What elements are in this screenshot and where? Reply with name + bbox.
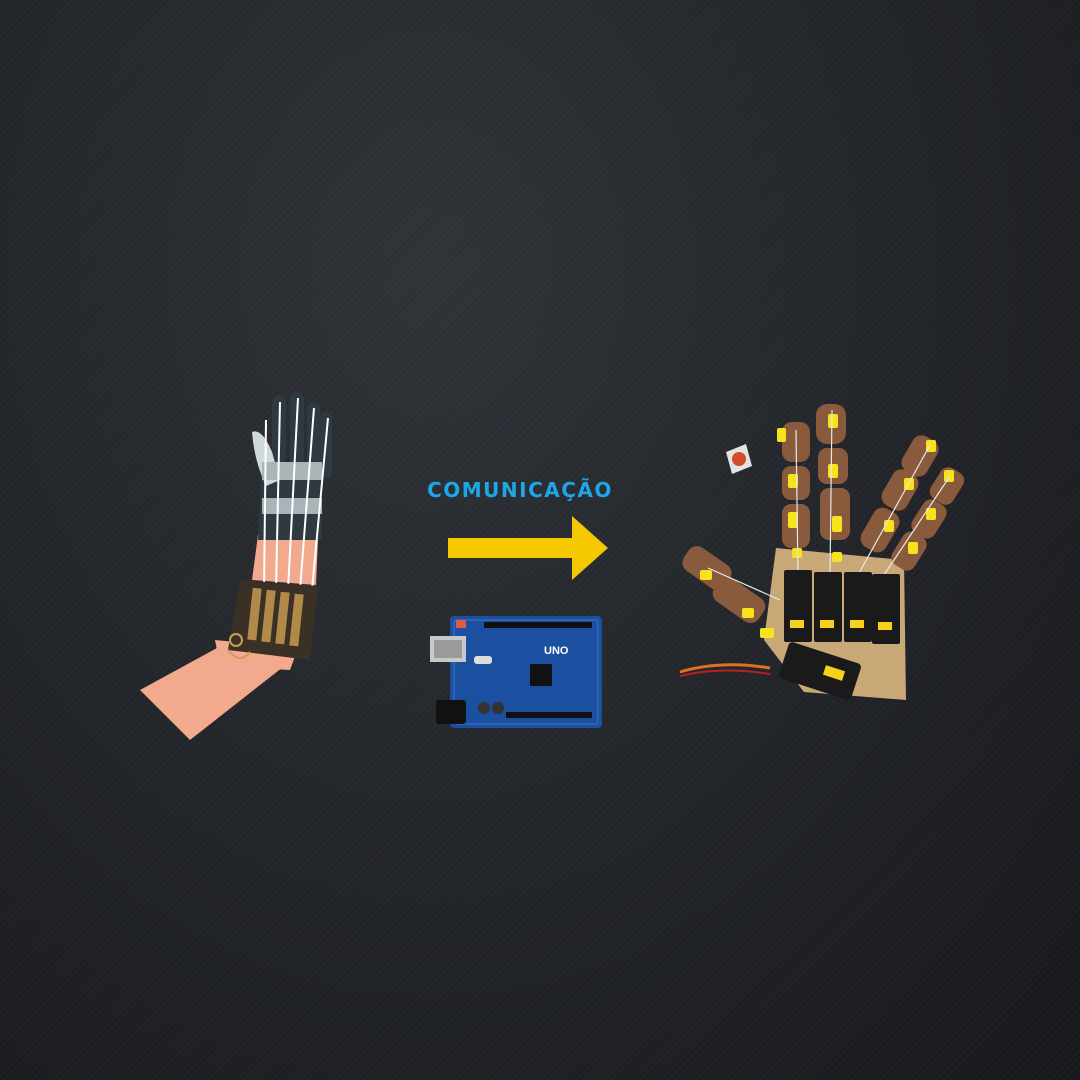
board-label: UNO	[544, 645, 569, 657]
communication-label: COMUNICAÇÃO	[427, 478, 613, 502]
